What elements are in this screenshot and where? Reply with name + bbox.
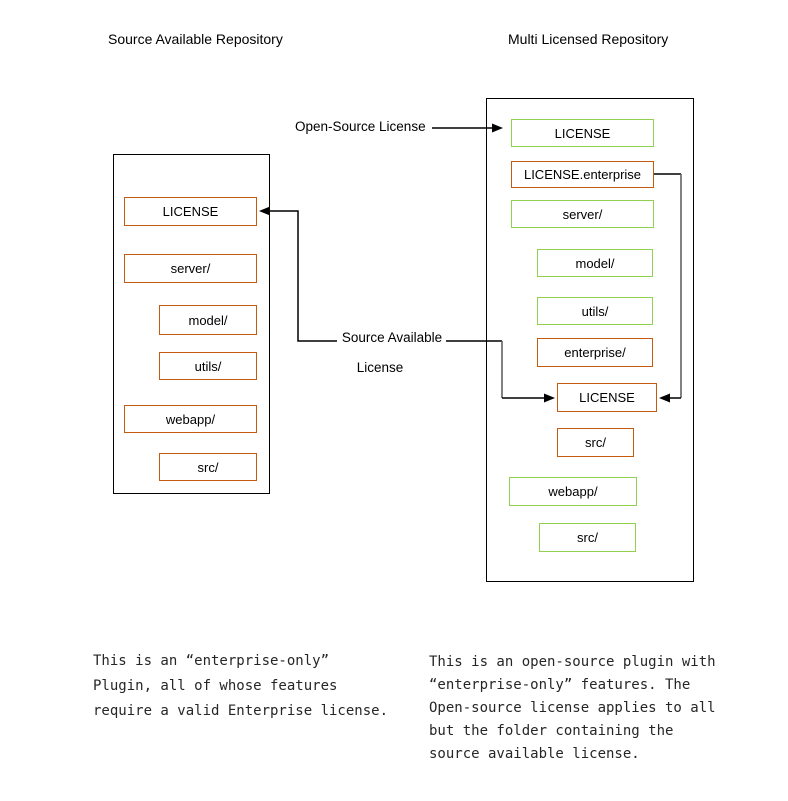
folder-box-license: LICENSE (511, 119, 654, 147)
folder-box-utils: utils/ (159, 352, 257, 380)
folder-box-model: model/ (159, 305, 257, 335)
folder-label: src/ (585, 435, 606, 450)
folder-box-license: LICENSE (124, 197, 257, 226)
note-line: This is an open-source plugin with (429, 654, 716, 670)
left-note: This is an “enterprise-only” Plugin, all… (93, 649, 388, 724)
folder-label: src/ (197, 459, 219, 475)
source-available-license-arrow-left (269, 210, 337, 342)
folder-label: LICENSE (162, 204, 219, 219)
folder-label: utils/ (581, 303, 609, 319)
folder-label: utils/ (194, 358, 222, 374)
right-note: This is an open-source plugin with “ente… (429, 651, 716, 766)
folder-box-inner-license: LICENSE (557, 383, 657, 412)
source-available-license-label-line1: Source Available (341, 330, 443, 345)
folder-box-src: src/ (557, 428, 634, 457)
folder-label: webapp/ (165, 411, 216, 427)
open-source-license-label: Open-Source License (295, 119, 426, 134)
folder-box-utils: utils/ (537, 297, 653, 325)
folder-label: model/ (575, 255, 615, 271)
folder-box-src: src/ (159, 453, 257, 481)
note-line: but the folder containing the (429, 723, 674, 739)
folder-box-server: server/ (511, 200, 654, 228)
note-line: source available license. (429, 746, 640, 762)
folder-label: enterprise/ (564, 345, 626, 360)
folder-box-webapp: webapp/ (509, 477, 637, 506)
folder-label: src/ (577, 530, 598, 545)
folder-label: model/ (188, 312, 228, 328)
note-line: This is an “enterprise-only” (93, 653, 330, 669)
folder-box-src: src/ (539, 523, 636, 552)
folder-box-server: server/ (124, 254, 257, 283)
note-line: require a valid Enterprise license. (93, 703, 389, 719)
note-line: Open-source license applies to all (429, 700, 716, 716)
left-repo-title: Source Available Repository (108, 31, 283, 47)
folder-label: server/ (562, 206, 603, 222)
folder-box-license-enterprise: LICENSE.enterprise (511, 161, 654, 188)
folder-box-webapp: webapp/ (124, 405, 257, 433)
source-available-license-label-line2: License (356, 360, 404, 375)
note-line: Plugin, all of whose features (93, 678, 338, 694)
folder-label: LICENSE (554, 125, 611, 141)
folder-box-enterprise: enterprise/ (537, 338, 653, 367)
folder-box-model: model/ (537, 249, 653, 277)
folder-label: LICENSE.enterprise (523, 167, 642, 182)
folder-label: LICENSE (579, 390, 635, 405)
folder-label: webapp/ (548, 484, 598, 499)
note-line: “enterprise-only” features. The (429, 677, 691, 693)
right-repo-title: Multi Licensed Repository (508, 31, 669, 47)
folder-label: server/ (170, 261, 211, 276)
